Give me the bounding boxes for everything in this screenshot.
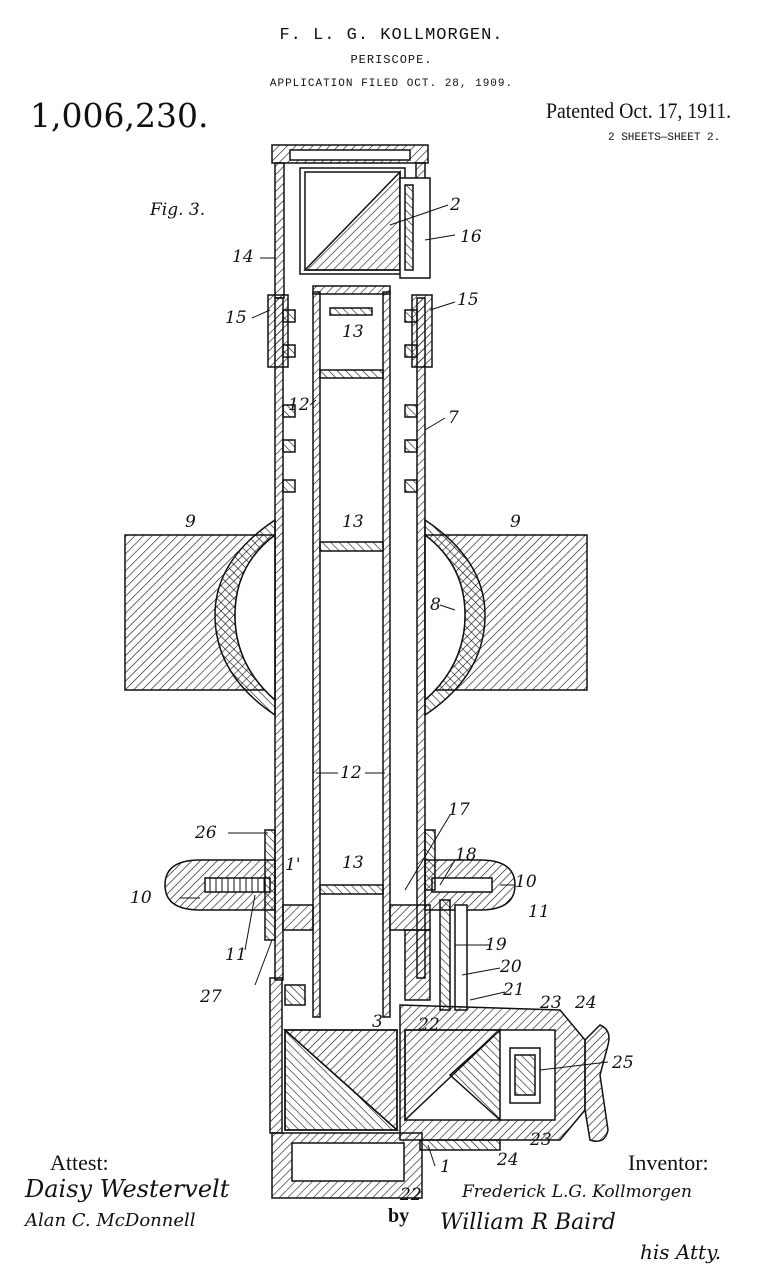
figure-label: Fig. 3. <box>149 200 205 220</box>
numeral-18: 18 <box>455 845 477 865</box>
numeral-23: 23 <box>529 1130 552 1150</box>
inventor-name: F. L. G. KOLLMORGEN. <box>279 26 504 45</box>
numeral-12: 12 <box>340 763 362 783</box>
numeral-24: 24 <box>496 1150 519 1170</box>
numeral-15: 15 <box>225 308 247 328</box>
witness-signature-2: Alan C. McDonnell <box>25 1210 196 1231</box>
numeral-22: 22 <box>399 1185 422 1205</box>
inner-tube-left <box>312 291 321 1018</box>
outer-tube-right <box>416 297 426 979</box>
attorney-suffix: his Atty. <box>640 1240 722 1264</box>
numeral-12: 12 <box>288 395 310 415</box>
top-housing-wall-left <box>274 162 285 299</box>
numeral-1: 1 <box>440 1157 451 1177</box>
numeral-24: 24 <box>574 993 597 1013</box>
numeral-10: 10 <box>130 888 152 908</box>
numeral-2: 2 <box>449 195 461 215</box>
numeral-17: 17 <box>448 800 470 820</box>
numeral-25: 25 <box>611 1053 634 1073</box>
numeral-20: 20 <box>499 957 522 977</box>
eyecup <box>584 1024 610 1142</box>
lens-13-c <box>319 884 384 895</box>
numeral-7: 7 <box>448 408 459 428</box>
numeral-13: 13 <box>342 322 364 342</box>
bottom-housing-wall-left <box>269 977 283 1134</box>
numeral-23: 23 <box>539 993 562 1013</box>
reference-numerals: 2 16 14 15 15 13 12 7 9 9 8 13 12 17 26 … <box>130 195 634 1205</box>
numeral-10: 10 <box>515 872 537 892</box>
inner-tube-cap <box>312 285 391 295</box>
numeral-13: 13 <box>342 853 364 873</box>
numeral-11: 11 <box>528 902 550 922</box>
numeral-16: 16 <box>460 227 482 247</box>
sheet-number: 2 SHEETS—SHEET 2. <box>608 132 721 144</box>
numeral-1-prime: 1' <box>285 855 301 875</box>
shaft-19 <box>439 899 451 1011</box>
numeral-13: 13 <box>342 512 364 532</box>
numeral-14: 14 <box>232 247 254 267</box>
inventor-label: Inventor: <box>628 1150 709 1175</box>
numeral-19: 19 <box>485 935 507 955</box>
numeral-15: 15 <box>457 290 479 310</box>
numeral-3: 3 <box>372 1012 383 1032</box>
inventor-signature: Frederick L.G. Kollmorgen <box>462 1182 692 1202</box>
numeral-26: 26 <box>194 823 217 843</box>
attest-label: Attest: <box>50 1150 109 1175</box>
patented-date: Patented Oct. 17, 1911. <box>546 98 732 123</box>
numeral-22: 22 <box>417 1015 440 1035</box>
numeral-9: 9 <box>185 512 196 532</box>
numeral-21: 21 <box>502 980 525 1000</box>
patent-number: 1,006,230. <box>30 96 209 135</box>
outer-tube-left <box>274 297 284 981</box>
numeral-27: 27 <box>199 987 222 1007</box>
lens-13-a <box>319 369 384 379</box>
by-label: by <box>388 1205 410 1227</box>
inner-tube-right <box>382 291 391 1018</box>
numeral-8: 8 <box>430 595 441 615</box>
patent-title: PERISCOPE. <box>350 53 433 67</box>
attorney-signature: William R Baird <box>440 1210 616 1235</box>
lens-13-b <box>319 541 384 552</box>
witness-signature-1: Daisy Westervelt <box>25 1175 230 1203</box>
filing-date: APPLICATION FILED OCT. 28, 1909. <box>269 78 514 90</box>
numeral-11: 11 <box>225 945 247 965</box>
numeral-9: 9 <box>510 512 521 532</box>
